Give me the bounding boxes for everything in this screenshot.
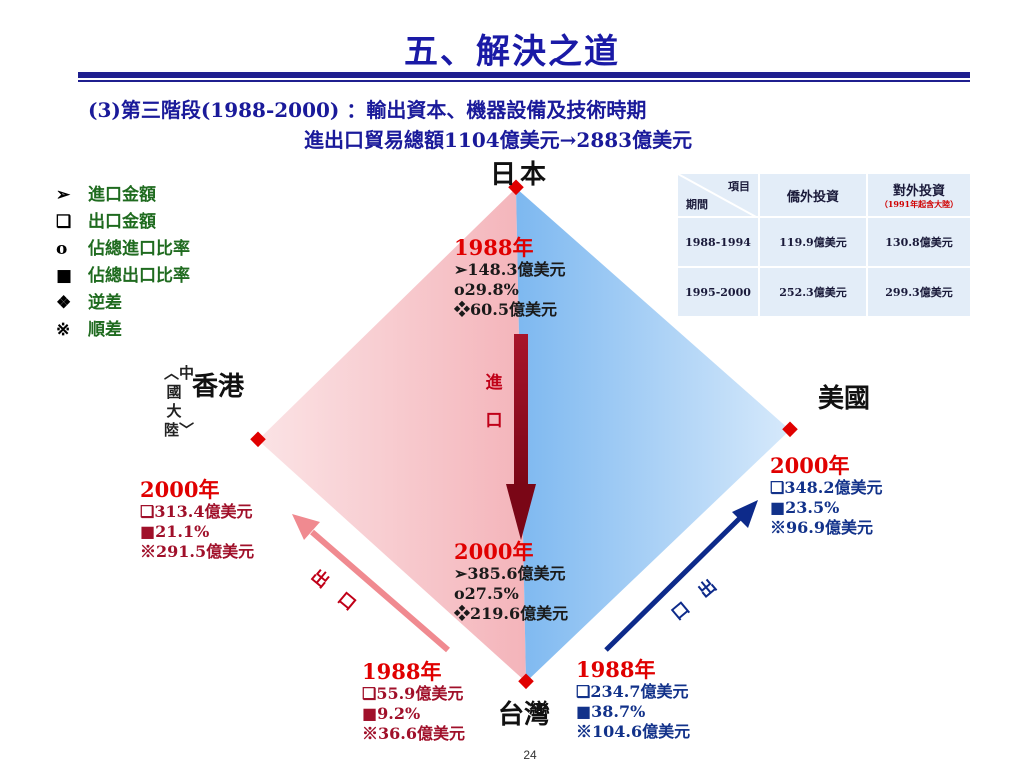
export-value: ❑313.4億美元	[140, 502, 253, 521]
legend-item: o 佔總進口比率	[56, 236, 190, 263]
year-label: 1988年	[454, 235, 534, 260]
year-label: 2000年	[140, 477, 220, 502]
taiwan-node-marker	[518, 673, 534, 690]
surplus-value: ※96.9億美元	[770, 518, 873, 537]
deficit-value: ❖219.6億美元	[454, 604, 569, 623]
surplus-value: ※36.6億美元	[362, 724, 465, 743]
outbound-header-label: 對外投資	[892, 184, 945, 199]
legend-item: ■ 佔總出口比率	[56, 263, 190, 290]
export-ratio: ■21.1%	[140, 522, 210, 541]
japan-node-marker	[508, 179, 524, 196]
export-value: ❑234.7億美元	[576, 682, 689, 701]
taiwan-label: 台灣	[498, 700, 551, 730]
year-label: 2000年	[454, 539, 534, 564]
title-rule	[78, 72, 970, 78]
filled-square-icon: ■	[56, 266, 73, 286]
table-corner-cell: 項目 期間	[676, 172, 760, 218]
page-number: 24	[523, 748, 537, 762]
year-label: 1988年	[576, 657, 656, 682]
year-label: 1988年	[362, 659, 442, 684]
export-value: ❑348.2億美元	[770, 478, 883, 497]
reference-mark-icon: ※	[56, 320, 71, 340]
import-value: ➢385.6億美元	[454, 564, 566, 583]
usa-node-marker	[782, 421, 798, 438]
inbound-cell: 119.9億美元	[758, 216, 868, 268]
page-title: 五、解決之道	[404, 32, 620, 72]
section-subtitle: (3)第三階段(1988-2000) ：輸出資本、機器設備及技術時期	[88, 98, 647, 122]
period-cell: 1988-1994	[676, 216, 760, 268]
legend-label: 順差	[88, 320, 122, 340]
export-value: ❑55.9億美元	[362, 684, 464, 703]
deficit-value: ❖60.5億美元	[454, 300, 557, 319]
import-value: ➢148.3億美元	[454, 260, 566, 279]
usa-2000-block: 2000年 ❑348.2億美元 ■23.5% ※96.9億美元	[770, 454, 882, 538]
usa-1988-block: 1988年 ❑234.7億美元 ■38.7% ※104.6億美元	[576, 658, 690, 742]
legend-label: 逆差	[88, 293, 122, 313]
export-left-arrow-shaft	[310, 529, 450, 653]
import-arrow-head	[506, 484, 536, 540]
export-ratio: ■23.5%	[770, 498, 840, 517]
surplus-value: ※291.5億美元	[140, 542, 255, 561]
legend-item: ※ 順差	[56, 317, 190, 344]
export-right-arrow-shaft	[604, 516, 742, 652]
legend-label: 佔總出口比率	[88, 266, 190, 286]
inbound-cell: 252.3億美元	[758, 266, 868, 318]
table-header-row: 項目 期間 僑外投資 對外投資 （1991年起含大陸）	[676, 172, 972, 218]
corner-period-label: 期間	[686, 198, 708, 211]
import-ratio: o27.5%	[454, 584, 519, 603]
circle-o-icon: o	[56, 239, 68, 259]
legend-item: ➢ 進口金額	[56, 182, 190, 209]
hollow-square-icon: ❑	[56, 212, 72, 232]
outbound-header-note: （1991年起含大陸）	[879, 199, 959, 209]
corner-item-label: 項目	[728, 180, 750, 193]
japan-1988-block: 1988年 ➢148.3億美元 o29.8% ❖60.5億美元	[454, 236, 566, 320]
export-left-arrow-head	[292, 514, 320, 540]
export-ratio: ■9.2%	[362, 704, 421, 723]
outbound-cell: 130.8億美元	[866, 216, 972, 268]
hongkong-2000-block: 2000年 ❑313.4億美元 ■21.1% ※291.5億美元	[140, 478, 254, 562]
import-arrow-label: 進 口	[485, 373, 503, 431]
import-arrow-shaft	[514, 334, 528, 486]
export-right-arrow-head	[732, 500, 758, 528]
import-ratio: o29.8%	[454, 280, 519, 299]
surplus-value: ※104.6億美元	[576, 722, 691, 741]
diamond-right-half	[516, 188, 790, 682]
outbound-header: 對外投資 （1991年起含大陸）	[866, 172, 972, 218]
legend-item: ❑ 出口金額	[56, 209, 190, 236]
trade-total-line: 進出口貿易總額1104億美元→2883億美元	[304, 128, 693, 152]
legend-label: 佔總進口比率	[88, 239, 190, 259]
inbound-header: 僑外投資	[758, 172, 868, 218]
outbound-cell: 299.3億美元	[866, 266, 972, 318]
hongkong-1988-block: 1988年 ❑55.9億美元 ■9.2% ※36.6億美元	[362, 660, 465, 744]
legend-item: ❖ 逆差	[56, 290, 190, 317]
investment-table: 項目 期間 僑外投資 對外投資 （1991年起含大陸） 1988-1994 11…	[676, 172, 972, 318]
table-row: 1988-1994 119.9億美元 130.8億美元	[676, 216, 972, 268]
usa-label: 美國	[818, 384, 871, 414]
japan-2000-block: 2000年 ➢385.6億美元 o27.5% ❖219.6億美元	[454, 540, 568, 624]
four-diamond-icon: ❖	[56, 293, 72, 313]
legend: ➢ 進口金額 ❑ 出口金額 o 佔總進口比率 ■ 佔總出口比率 ❖ 逆差 ※ 順差	[56, 182, 190, 344]
hongkong-label: 香港	[192, 372, 245, 402]
hongkong-node-marker	[250, 431, 266, 448]
title-rule-thin	[78, 80, 970, 82]
diamond-left-half	[258, 188, 526, 682]
period-cell: 1995-2000	[676, 266, 760, 318]
year-label: 2000年	[770, 453, 850, 478]
table-row: 1995-2000 252.3億美元 299.3億美元	[676, 266, 972, 318]
arrowhead-icon: ➢	[56, 185, 71, 205]
hongkong-note-mainland: ︿中國大陸﹀	[164, 364, 195, 439]
corner-diagonal	[678, 174, 758, 218]
japan-label: 日本	[490, 160, 551, 190]
legend-label: 進口金額	[88, 185, 156, 205]
legend-label: 出口金額	[88, 212, 156, 232]
export-ratio: ■38.7%	[576, 702, 646, 721]
